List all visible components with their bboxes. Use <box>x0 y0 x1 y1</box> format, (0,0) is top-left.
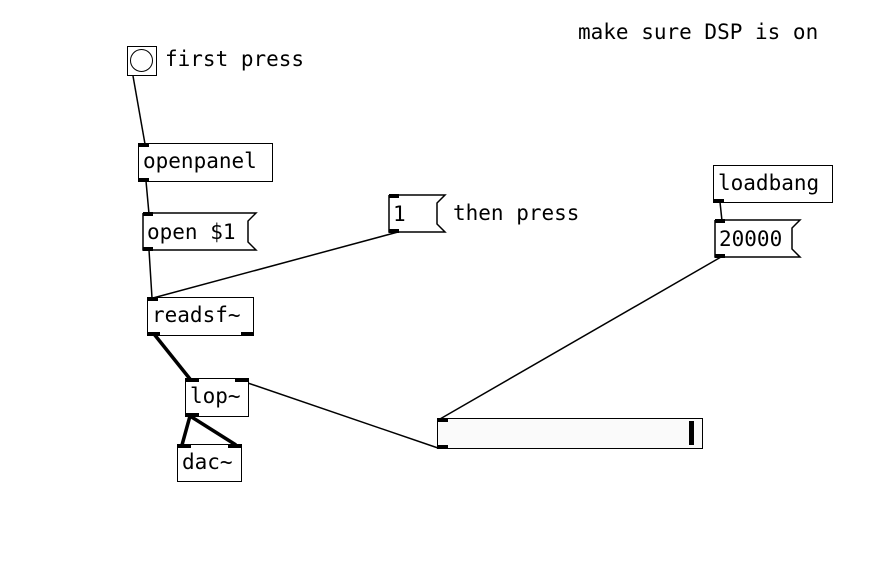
slider-knob[interactable] <box>688 421 694 445</box>
inlet-left[interactable] <box>178 444 191 448</box>
outlet-right[interactable] <box>241 332 253 336</box>
loadbang-label: loadbang <box>718 171 820 195</box>
inlet-left[interactable] <box>186 378 199 382</box>
outlet[interactable] <box>139 178 149 182</box>
readsf-label: readsf~ <box>152 303 241 327</box>
cord-lop-to-dac-left[interactable] <box>180 415 192 446</box>
outlet[interactable] <box>438 445 448 449</box>
frequency-slider[interactable] <box>437 418 703 449</box>
inlet[interactable] <box>438 418 448 422</box>
readsf-object[interactable]: readsf~ <box>147 297 254 336</box>
then-press-comment: then press <box>453 201 580 225</box>
bang-button[interactable] <box>127 46 157 76</box>
open-message-box[interactable]: open $1 <box>142 212 260 252</box>
openpanel-object[interactable]: openpanel <box>138 143 273 182</box>
frequency-message-box[interactable]: 20000 <box>714 219 804 259</box>
cord-readsf-to-lop[interactable] <box>152 332 192 381</box>
inlet[interactable] <box>715 219 725 223</box>
outlet-left[interactable] <box>148 332 160 336</box>
one-message-box[interactable]: 1 <box>388 194 448 234</box>
open-message-label: open $1 <box>147 220 236 244</box>
outlet[interactable] <box>389 229 399 233</box>
bang-circle-icon <box>130 49 153 72</box>
lop-object[interactable]: lop~ <box>185 378 249 417</box>
frequency-message-label: 20000 <box>719 227 783 251</box>
cord-bang-to-openpanel[interactable] <box>132 75 146 145</box>
cord-lop-to-dac-right[interactable] <box>189 414 237 447</box>
outlet[interactable] <box>715 254 725 258</box>
cord-slider-to-lop-right[interactable] <box>241 380 439 449</box>
dac-label: dac~ <box>182 450 233 474</box>
first-press-comment: first press <box>165 47 305 71</box>
outlet[interactable] <box>186 413 199 417</box>
cord-loadbang-to-freq-msg[interactable] <box>719 201 723 222</box>
one-message-label: 1 <box>393 202 406 226</box>
inlet-right[interactable] <box>235 378 248 382</box>
cord-openpanel-to-open-msg[interactable] <box>145 180 150 215</box>
dac-object[interactable]: dac~ <box>177 444 242 482</box>
openpanel-label: openpanel <box>143 149 257 173</box>
inlet[interactable] <box>139 143 149 147</box>
inlet-right[interactable] <box>228 444 241 448</box>
inlet[interactable] <box>143 212 153 216</box>
cord-open-msg-to-readsf[interactable] <box>148 249 153 299</box>
dsp-note-comment: make sure DSP is on <box>578 20 819 44</box>
outlet[interactable] <box>714 199 724 203</box>
lop-label: lop~ <box>190 384 241 408</box>
cord-one-msg-to-readsf[interactable] <box>152 231 399 299</box>
inlet[interactable] <box>389 194 399 198</box>
inlet-left[interactable] <box>148 297 158 301</box>
loadbang-object[interactable]: loadbang <box>713 165 833 203</box>
outlet[interactable] <box>143 247 153 251</box>
cord-freq-msg-to-slider[interactable] <box>439 256 722 420</box>
